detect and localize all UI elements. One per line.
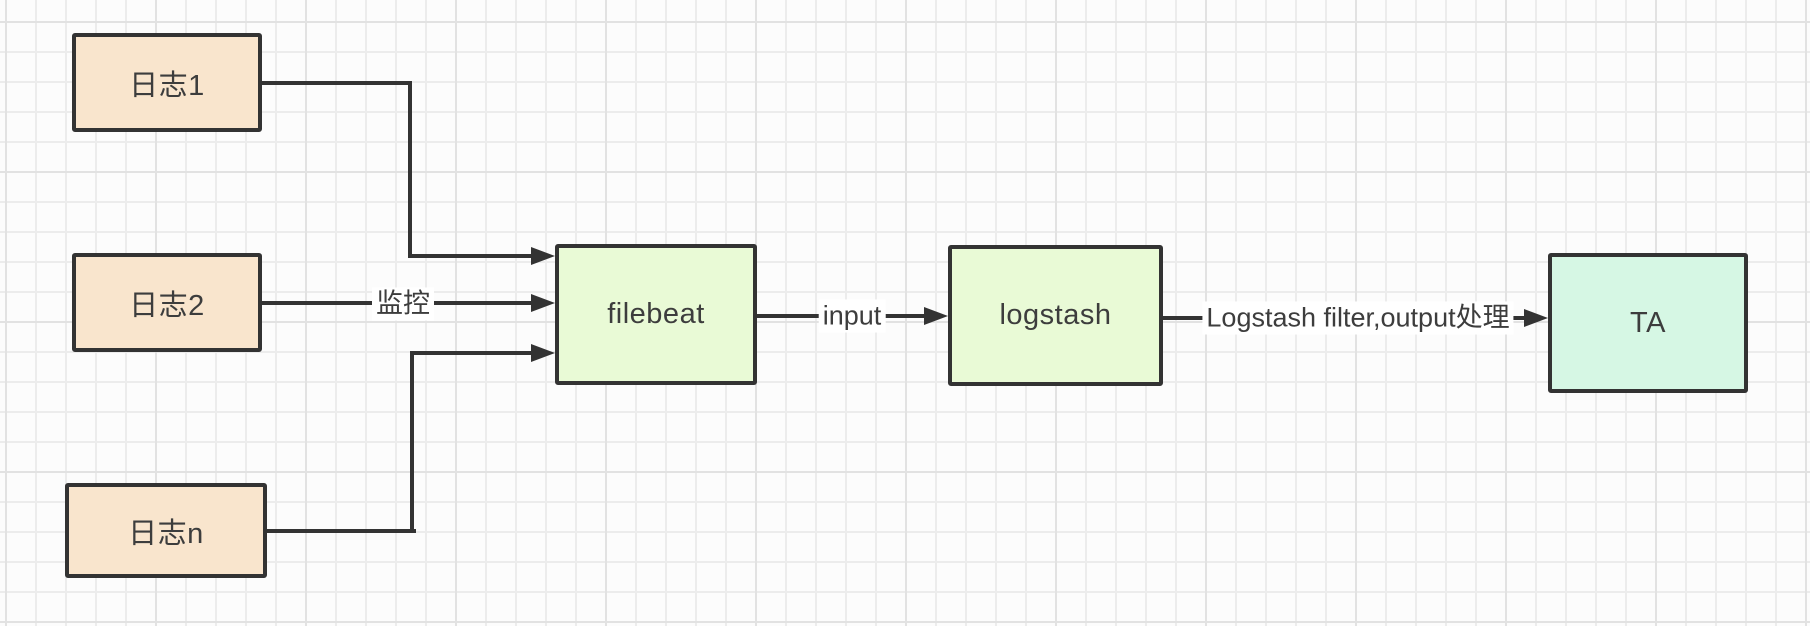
edge-log1-filebeat-segment-v — [408, 81, 412, 258]
edge-label-input: input — [818, 299, 886, 333]
node-log2: 日志2 — [72, 253, 262, 352]
arrowhead-icon — [531, 247, 555, 265]
edge-logn-filebeat-segment-h1 — [267, 529, 416, 533]
node-logstash: logstash — [948, 245, 1163, 386]
node-logn: 日志n — [65, 483, 267, 578]
edge-log1-filebeat-segment-h2 — [408, 254, 531, 258]
edge-label-process: Logstash filter,output处理 — [1202, 301, 1514, 335]
edge-logn-filebeat-segment-h2 — [410, 351, 531, 355]
node-logn-label: 日志n — [128, 517, 204, 550]
node-log2-label: 日志2 — [129, 289, 205, 322]
node-ta-label: TA — [1630, 306, 1666, 339]
node-log1-label: 日志1 — [129, 69, 205, 102]
node-ta: TA — [1548, 253, 1748, 393]
arrowhead-icon — [1524, 309, 1548, 327]
node-log1: 日志1 — [72, 33, 262, 132]
edge-log1-filebeat-segment-h1 — [262, 81, 412, 85]
arrowhead-icon — [924, 307, 948, 325]
node-logstash-label: logstash — [999, 299, 1112, 331]
node-filebeat: filebeat — [555, 244, 757, 385]
arrowhead-icon — [531, 344, 555, 362]
edge-label-monitor: 监控 — [372, 287, 434, 321]
arrowhead-icon — [531, 294, 555, 312]
edge-logn-filebeat-segment-v — [410, 351, 414, 533]
node-filebeat-label: filebeat — [607, 298, 705, 330]
